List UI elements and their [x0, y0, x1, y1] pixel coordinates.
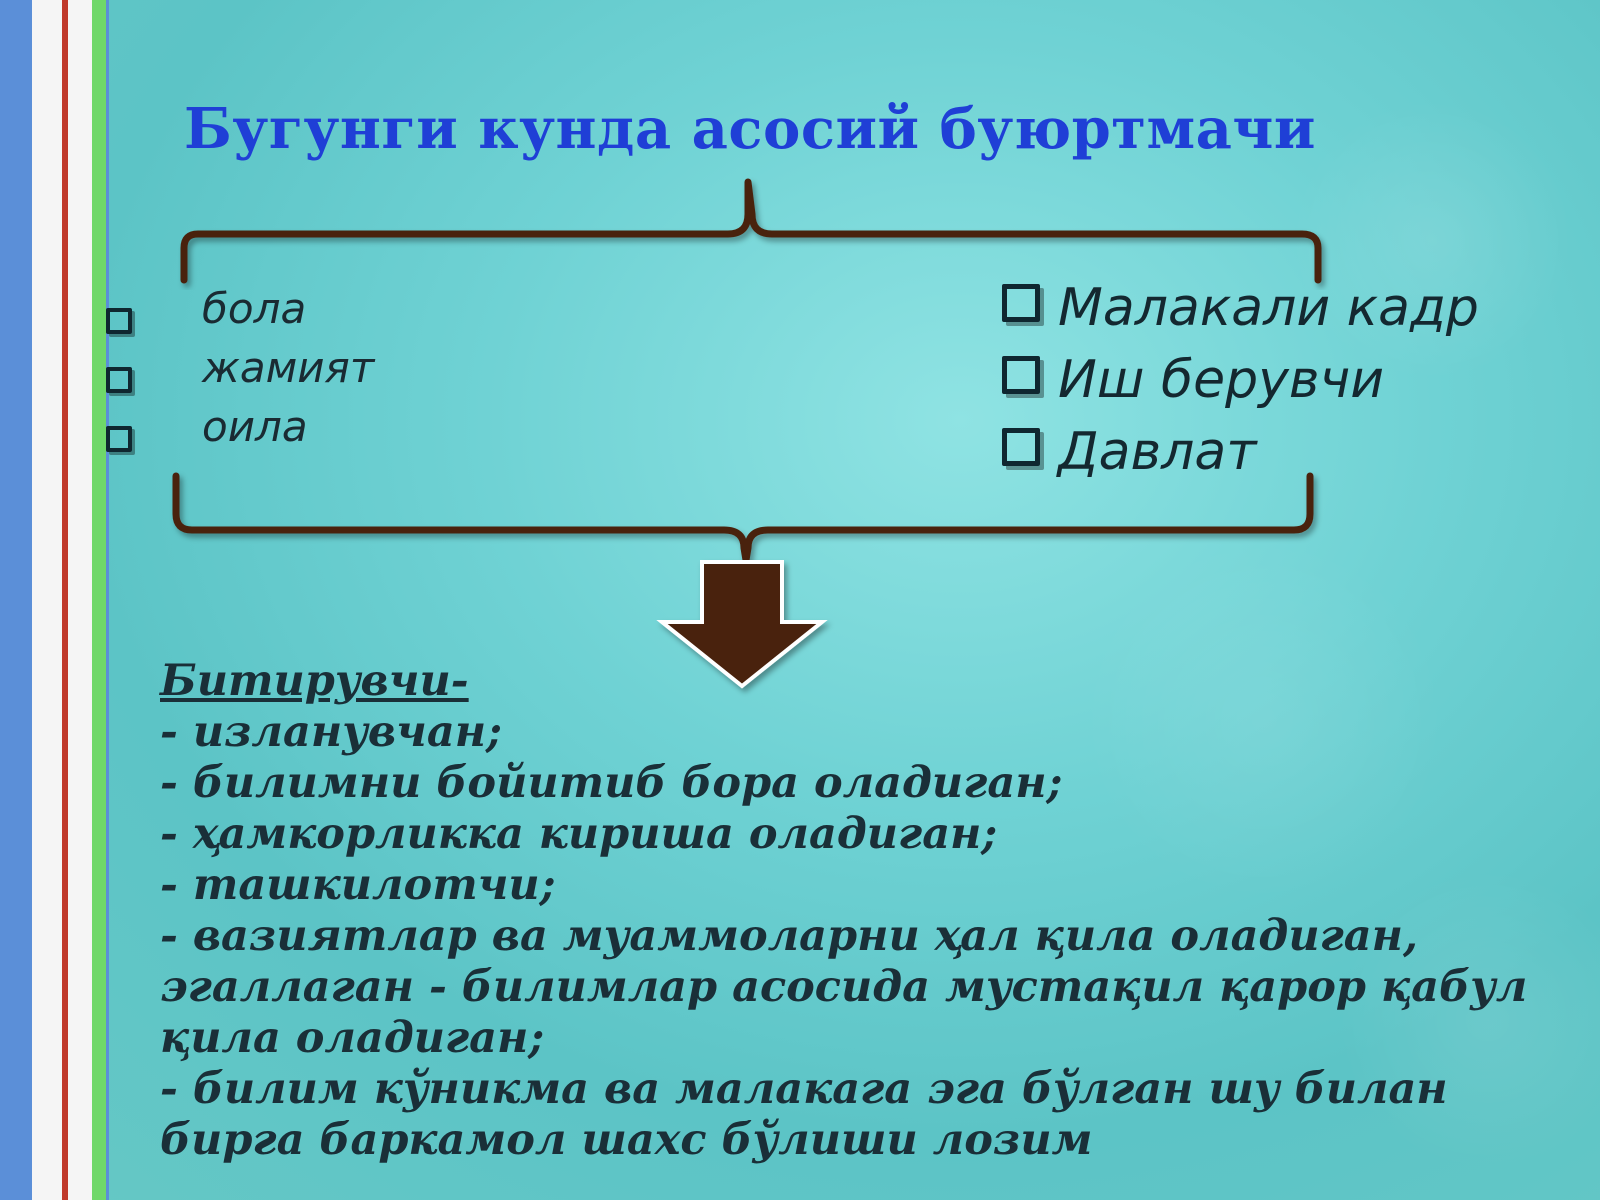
left-item-label: оила — [202, 402, 308, 451]
right-list-item: Давлат — [1002, 422, 1562, 496]
checkbox-icon — [1002, 284, 1040, 322]
left-list-item: жамият — [100, 337, 500, 396]
checkbox-icon — [106, 367, 132, 393]
graduate-line: - билимни бойитиб бора оладиган; — [160, 758, 1063, 808]
graduate-line: эгаллаган - билимлар асосида мустақил қа… — [160, 962, 1528, 1012]
stripe-blue — [0, 0, 32, 1200]
graduate-line: бирга баркамол шахс бўлиши лозим — [160, 1115, 1093, 1165]
graduate-line: - ташкилотчи; — [160, 860, 556, 910]
stripe-edge — [106, 0, 109, 1200]
stripe-red — [62, 0, 68, 1200]
checkbox-icon — [1002, 356, 1040, 394]
checkbox-icon — [106, 308, 132, 334]
stripe-white — [32, 0, 62, 1200]
top-brace — [180, 178, 1322, 284]
stripe-green — [92, 0, 106, 1200]
left-list: бола жамият оила — [100, 278, 500, 455]
left-item-label: бола — [202, 284, 307, 333]
right-list-item: Иш берувчи — [1002, 350, 1562, 424]
left-item-label: жамият — [202, 343, 375, 392]
left-list-item: оила — [100, 396, 500, 455]
graduate-line: - вазиятлар ва муаммоларни ҳал қила олад… — [160, 911, 1418, 961]
graduate-line: - билим кўникма ва малакага эга бўлган ш… — [160, 1064, 1448, 1114]
down-arrow — [656, 560, 828, 689]
graduate-line: қила оладиган; — [160, 1013, 545, 1063]
graduate-heading: Битирувчи- — [160, 656, 469, 706]
graduate-line: - изланувчан; — [160, 707, 502, 757]
slide-title: Бугунги кунда асосий буюртмачи — [184, 96, 1316, 162]
checkbox-icon — [106, 426, 132, 452]
graduate-description: Битирувчи- - изланувчан; - билимни бойит… — [160, 656, 1528, 1166]
right-item-label: Давлат — [1058, 422, 1257, 482]
right-list-item: Малакали кадр — [1002, 278, 1562, 352]
graduate-line: - ҳамкорликка кириша оладиган; — [160, 809, 998, 859]
right-list: Малакали кадр Иш берувчи Давлат — [1002, 278, 1562, 496]
stripe-white-2 — [68, 0, 92, 1200]
right-item-label: Иш берувчи — [1058, 350, 1385, 410]
right-item-label: Малакали кадр — [1058, 278, 1479, 338]
checkbox-icon — [1002, 428, 1040, 466]
left-list-item: бола — [100, 278, 500, 337]
flag-stripes — [0, 0, 110, 1200]
